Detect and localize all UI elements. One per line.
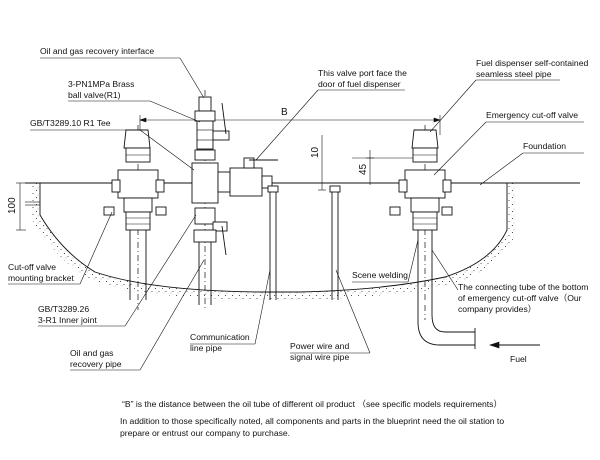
label-recovery-pipe: Oil and gas recovery pipe: [70, 259, 205, 371]
right-emergency-valve-assembly: [389, 125, 476, 349]
label-emergency-valve: Emergency cut-off valve: [433, 110, 584, 176]
communication-line-pipe: [267, 185, 279, 300]
dim-45-label: 45: [358, 163, 369, 175]
cutoff-bracket-label-line2: mounting bracket: [8, 273, 75, 283]
label-foundation: Foundation: [479, 141, 584, 186]
left-emergency-valve-assembly: [103, 125, 167, 310]
inner-joint-label-line1: GB/T3289.26: [38, 304, 89, 314]
label-valve-port: This valve port face the door of fuel di…: [255, 68, 407, 161]
foundation-label: Foundation: [523, 141, 566, 151]
label-inner-joint: GB/T3289.26 3-R1 Inner joint: [38, 214, 197, 327]
label-cutoff-bracket: Cut-off valve mounting bracket: [8, 211, 113, 285]
fuel-label: Fuel: [510, 354, 527, 364]
power-wire-label-line2: signal wire pipe: [290, 352, 349, 362]
note-components-line1: In addition to those specifically noted,…: [120, 416, 504, 426]
label-brass-ball-valve: 3-PN1MPa Brass ball valve(R1): [68, 79, 201, 123]
scene-welding-label: Scene welding: [352, 270, 408, 280]
dim-b-label: B: [281, 107, 288, 118]
dispenser-pipe-label-line2: seamless steel pipe: [476, 69, 552, 79]
connecting-tube-label-line2: of emergency cut-off valve（Our: [458, 293, 582, 303]
label-tee: GB/T3289.10 R1 Tee: [30, 118, 195, 171]
power-wire-pipe: [329, 185, 341, 300]
recovery-pipe-label-line2: recovery pipe: [70, 359, 122, 369]
fuel-flow-arrow: Fuel: [489, 341, 540, 364]
recovery-pipe-label-line1: Oil and gas: [70, 348, 113, 358]
label-oil-gas-interface: Oil and gas recovery interface: [40, 46, 205, 99]
dimension-b: B: [139, 107, 441, 135]
dim-10-label: 10: [310, 146, 321, 158]
valve-port-label-line2: door of fuel dispenser: [318, 79, 401, 89]
dimension-10: 10: [310, 135, 326, 191]
inner-joint-label-line2: 3-R1 Inner joint: [38, 315, 97, 325]
tee-label: GB/T3289.10 R1 Tee: [30, 118, 111, 128]
connecting-tube-label-line1: The connecting tube of the bottom: [458, 282, 588, 292]
connecting-tube-label-line3: company provides）: [458, 304, 536, 314]
center-recovery-assembly: [191, 90, 278, 310]
brass-valve-label-line2: ball valve(R1): [68, 90, 121, 100]
note-b-definition: “B” is the distance between the oil tube…: [122, 399, 502, 409]
dispenser-pipe-label-line1: Fuel dispenser self-contained: [476, 58, 588, 68]
label-communication-pipe: Communication line pipe: [190, 269, 271, 353]
oil-gas-interface-label: Oil and gas recovery interface: [40, 46, 154, 56]
label-scene-welding: Scene welding: [352, 239, 419, 283]
comm-pipe-label-line1: Communication: [190, 332, 250, 342]
emergency-valve-label: Emergency cut-off valve: [486, 110, 578, 120]
valve-port-label-line1: This valve port face the: [318, 68, 407, 78]
dimension-100: 100: [7, 182, 26, 231]
dimension-45: 45: [352, 150, 420, 185]
brass-valve-label-line1: 3-PN1MPa Brass: [68, 79, 134, 89]
label-dispenser-pipe: Fuel dispenser self-contained seamless s…: [429, 58, 588, 133]
label-power-wire: Power wire and signal wire pipe: [290, 269, 371, 362]
dim-100-label: 100: [7, 197, 18, 214]
comm-pipe-label-line2: line pipe: [190, 343, 222, 353]
power-wire-label-line1: Power wire and: [290, 341, 349, 351]
note-components-line2: prepare or entrust our company to purcha…: [120, 428, 290, 438]
cutoff-bracket-label-line1: Cut-off valve: [8, 262, 56, 272]
label-connecting-tube: The connecting tube of the bottom of eme…: [431, 249, 588, 314]
